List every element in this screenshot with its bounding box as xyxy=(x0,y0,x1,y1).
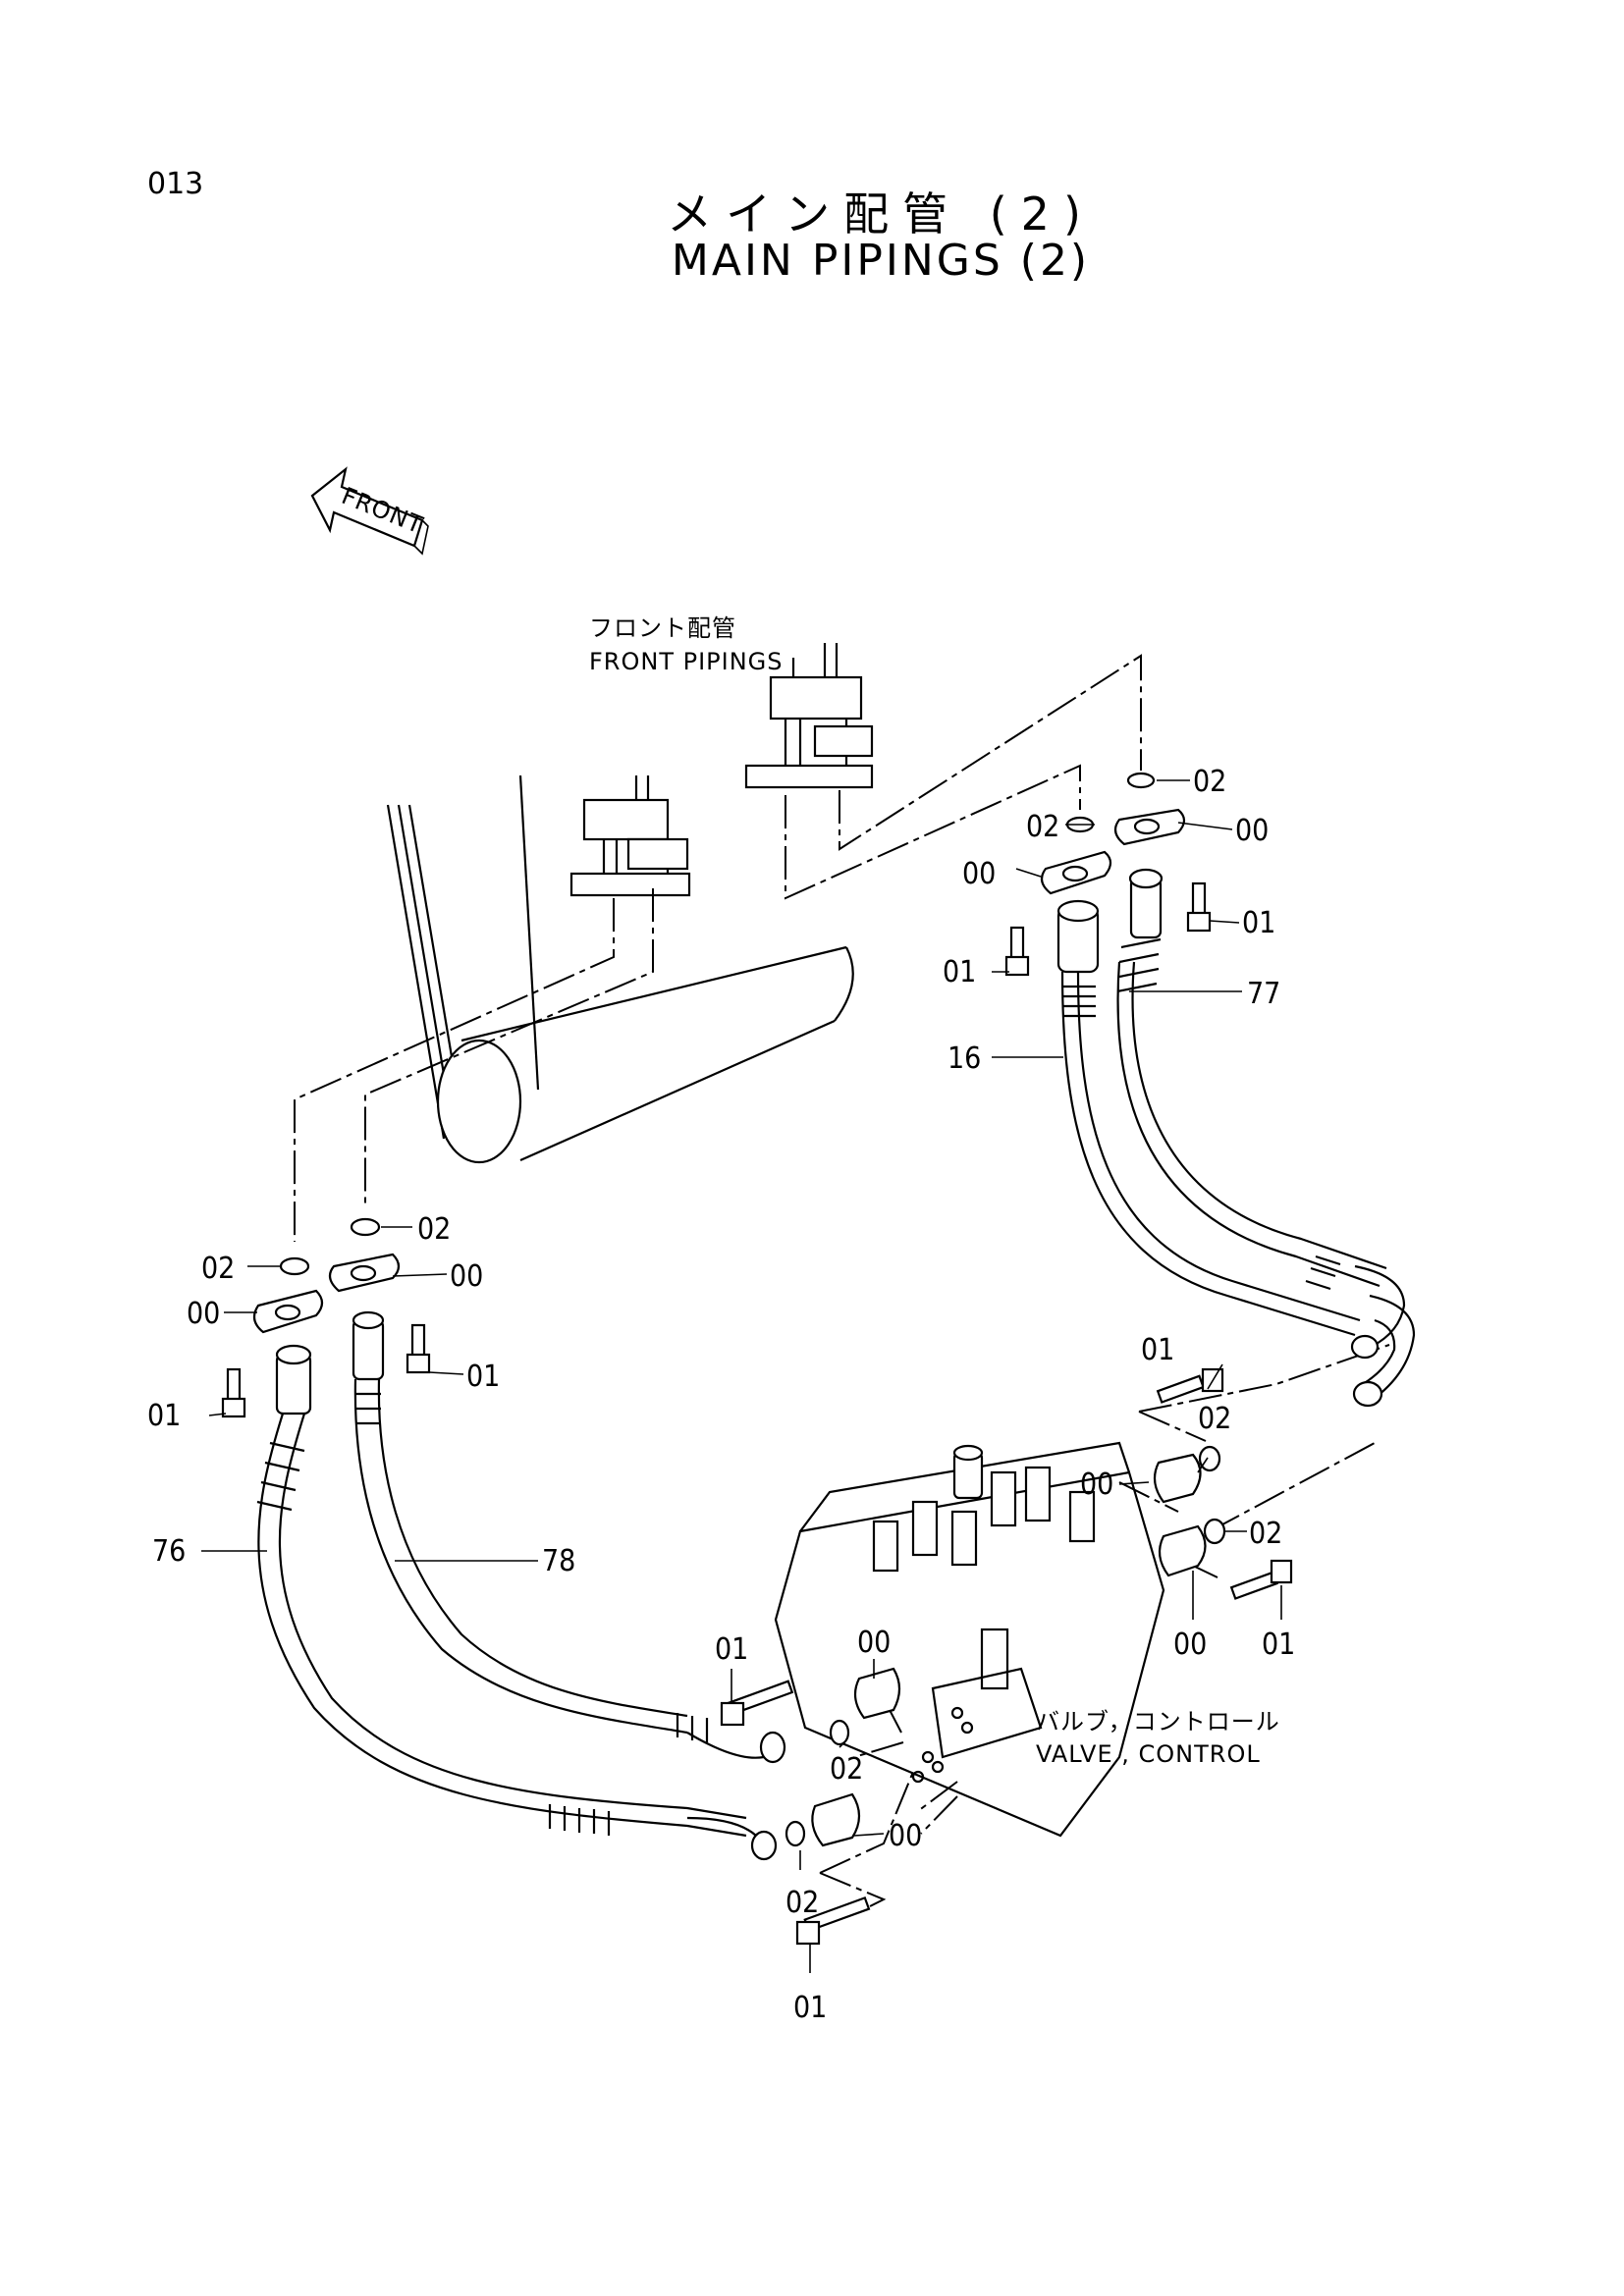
valve-control-label-jp: バルブ，コントロール xyxy=(1036,1708,1280,1735)
callout-02: 02 xyxy=(1193,765,1226,799)
hose-78 xyxy=(352,1310,786,1764)
callout-76: 76 xyxy=(152,1534,186,1569)
fitting-top-right xyxy=(1004,772,1212,977)
fitting-valve-left xyxy=(720,1667,901,1946)
callout-02: 02 xyxy=(830,1752,863,1787)
callout-00: 00 xyxy=(187,1297,220,1331)
callout-01: 01 xyxy=(1262,1628,1295,1662)
hose-16 xyxy=(1056,899,1361,1337)
fitting-valve-right xyxy=(1153,1367,1293,1600)
callout-16: 16 xyxy=(947,1041,981,1076)
page-title-english: MAIN PIPINGS (2) xyxy=(671,236,1091,286)
callout-00: 00 xyxy=(1173,1628,1207,1662)
valve-control-label-en: VALVE , CONTROL xyxy=(1036,1740,1261,1768)
front-arrow-icon: FRONT xyxy=(310,466,429,556)
callout-02: 02 xyxy=(1198,1402,1231,1436)
callout-00: 00 xyxy=(857,1626,891,1660)
callout-01: 01 xyxy=(715,1632,748,1667)
routing-lines xyxy=(294,654,1390,1915)
callout-02: 02 xyxy=(417,1212,451,1247)
callout-00: 00 xyxy=(1235,814,1269,848)
front-pipings-label-jp: フロント配管 xyxy=(589,614,736,642)
front-pipings-label-en: FRONT PIPINGS xyxy=(589,648,784,675)
hose-77 xyxy=(1116,868,1387,1291)
control-valve xyxy=(774,1441,1165,1838)
callout-02: 02 xyxy=(201,1252,235,1286)
fitting-left xyxy=(221,1217,431,1418)
callout-01: 01 xyxy=(1242,906,1275,940)
hose-76 xyxy=(256,1344,778,1861)
callout-01: 01 xyxy=(147,1399,181,1433)
page-title-japanese: メイン配管 (2) xyxy=(667,187,1095,240)
callouts: 02 00 01 02 00 01 77 16 02 00 01 02 00 0… xyxy=(147,765,1295,2025)
callout-01: 01 xyxy=(466,1360,500,1394)
callout-00: 00 xyxy=(889,1819,922,1853)
boom-structure xyxy=(386,643,874,1164)
leader-lines xyxy=(201,779,1282,1973)
callout-01: 01 xyxy=(943,955,976,989)
callout-02: 02 xyxy=(785,1886,819,1920)
callout-00: 00 xyxy=(962,857,996,891)
hose-right-end xyxy=(1350,1264,1416,1408)
callout-00: 00 xyxy=(450,1259,483,1294)
callout-77: 77 xyxy=(1247,977,1280,1011)
callout-00: 00 xyxy=(1080,1468,1113,1502)
callout-01: 01 xyxy=(1141,1333,1174,1367)
page-number: 013 xyxy=(147,167,204,201)
callout-78: 78 xyxy=(542,1544,575,1578)
callout-02: 02 xyxy=(1249,1517,1282,1551)
callout-02: 02 xyxy=(1026,810,1059,844)
callout-01: 01 xyxy=(793,1991,827,2025)
